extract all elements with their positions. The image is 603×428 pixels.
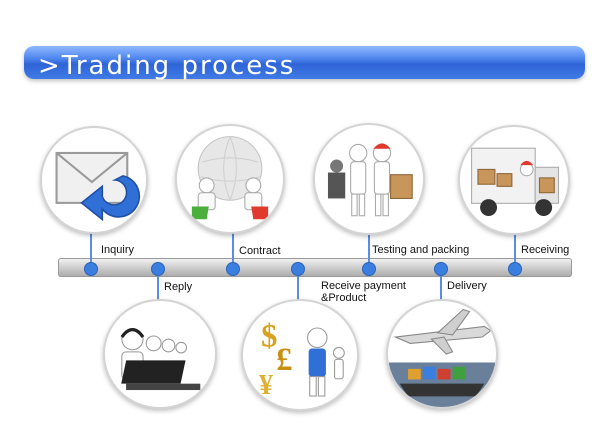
step-label-inquiry: Inquiry [101, 244, 134, 256]
receiving-circle [458, 125, 570, 235]
money-figure-icon: $ £ ¥ [243, 301, 357, 409]
step-label-contract: Contract [239, 245, 281, 257]
testing-circle [313, 123, 425, 235]
timeline-dot-contract [227, 263, 239, 275]
receive-payment-circle: $ £ ¥ [241, 299, 359, 411]
inquiry-circle [40, 126, 148, 234]
airplane-cargo-icon [388, 301, 496, 407]
step-label-receiving: Receiving [521, 244, 569, 256]
timeline-bar [58, 258, 572, 277]
contract-circle [175, 124, 285, 234]
timeline-dot-reply [152, 263, 164, 275]
timeline-dot-receive-payment [292, 263, 304, 275]
call-center-icon [105, 301, 215, 407]
testing-packing-icon [315, 125, 423, 233]
timeline-dot-testing [363, 263, 375, 275]
envelope-reply-icon [42, 128, 146, 232]
svg-text:$: $ [261, 318, 277, 354]
handshake-globe-icon [177, 126, 283, 232]
svg-text:£: £ [276, 342, 292, 378]
step-label-receive-payment-line2: &Product [321, 292, 366, 304]
step-label-testing: Testing and packing [372, 244, 469, 256]
step-label-delivery: Delivery [447, 280, 487, 292]
step-label-reply: Reply [164, 281, 192, 293]
delivery-truck-icon [460, 127, 568, 233]
reply-circle [103, 299, 217, 409]
svg-text:¥: ¥ [259, 370, 274, 401]
timeline-dot-receiving [509, 263, 521, 275]
page-title: >Trading process [38, 51, 295, 81]
step-label-receive-payment-line1: Receive payment [321, 280, 406, 292]
timeline-dot-delivery [435, 263, 447, 275]
timeline-dot-inquiry [85, 263, 97, 275]
delivery-circle [386, 299, 498, 409]
